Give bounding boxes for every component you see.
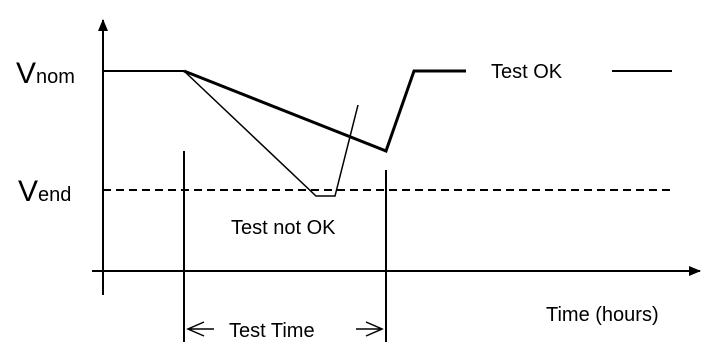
x-axis-label: Time (hours) bbox=[546, 304, 659, 326]
test-not-ok-curve bbox=[183, 70, 359, 197]
vend-label: Vend bbox=[18, 175, 71, 208]
vnom-label: Vnom bbox=[16, 57, 75, 90]
test-time-left-arrow bbox=[186, 321, 214, 337]
test-ok-curve bbox=[183, 69, 466, 153]
test-not-ok-label: Test not OK bbox=[231, 217, 336, 239]
test-time-right-arrow bbox=[356, 321, 384, 337]
test-time-label: Test Time bbox=[229, 320, 315, 342]
test-ok-label: Test OK bbox=[491, 61, 563, 83]
